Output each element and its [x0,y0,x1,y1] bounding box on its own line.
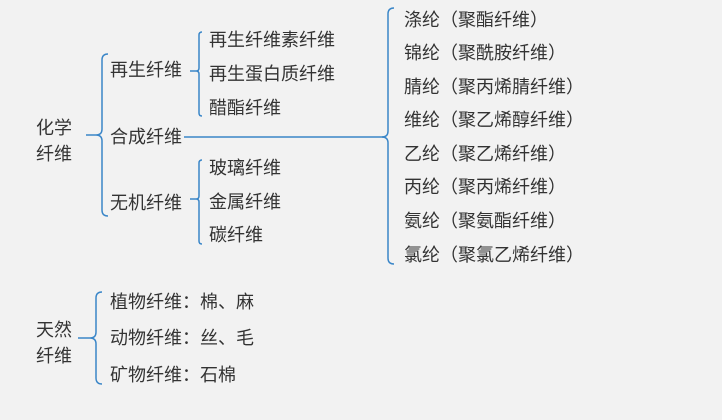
synthetic-bracket [381,7,395,265]
root-line-2: 纤维 [36,144,72,165]
branch-inorganic: 无机纤维 [110,193,182,214]
regenerated-item: 醋酯纤维 [209,98,281,119]
synthetic-item: 乙纶（聚乙烯纤维） [404,144,566,165]
inorganic-item: 玻璃纤维 [209,158,281,179]
inorganic-item: 金属纤维 [209,192,281,213]
synthetic-item: 腈纶（聚丙烯腈纤维） [404,77,584,98]
natural-item: 植物纤维：棉、麻 [110,292,254,313]
branch-regenerated: 再生纤维 [110,60,182,81]
root-line-2: 纤维 [36,346,72,367]
synthetic-item: 锦纶（聚酰胺纤维） [404,43,566,64]
natural-item: 动物纤维：丝、毛 [110,328,254,349]
branch-synthetic: 合成纤维 [110,127,182,148]
natural-fiber-root: 天然 纤维 [36,318,80,370]
regenerated-item: 再生纤维素纤维 [209,30,335,51]
inorganic-item: 碳纤维 [209,225,263,246]
regenerated-bracket [190,31,203,117]
synthetic-item: 维纶（聚乙烯醇纤维） [404,110,584,131]
chemical-fiber-root: 化学 纤维 [36,116,80,168]
natural-item: 矿物纤维：石棉 [110,365,236,386]
synthetic-item: 涤纶（聚酯纤维） [404,10,548,31]
regenerated-item: 再生蛋白质纤维 [209,64,335,85]
synthetic-item: 氨纶（聚氨酯纤维） [404,211,566,232]
root-line-1: 天然 [36,320,72,341]
synthetic-item: 氯纶（聚氯乙烯纤维） [404,245,584,266]
natural-root-bracket [78,291,103,385]
synthetic-item: 丙纶（聚丙烯纤维） [404,177,566,198]
chemical-root-bracket [86,53,109,217]
root-line-1: 化学 [36,118,72,139]
inorganic-bracket [190,159,203,245]
